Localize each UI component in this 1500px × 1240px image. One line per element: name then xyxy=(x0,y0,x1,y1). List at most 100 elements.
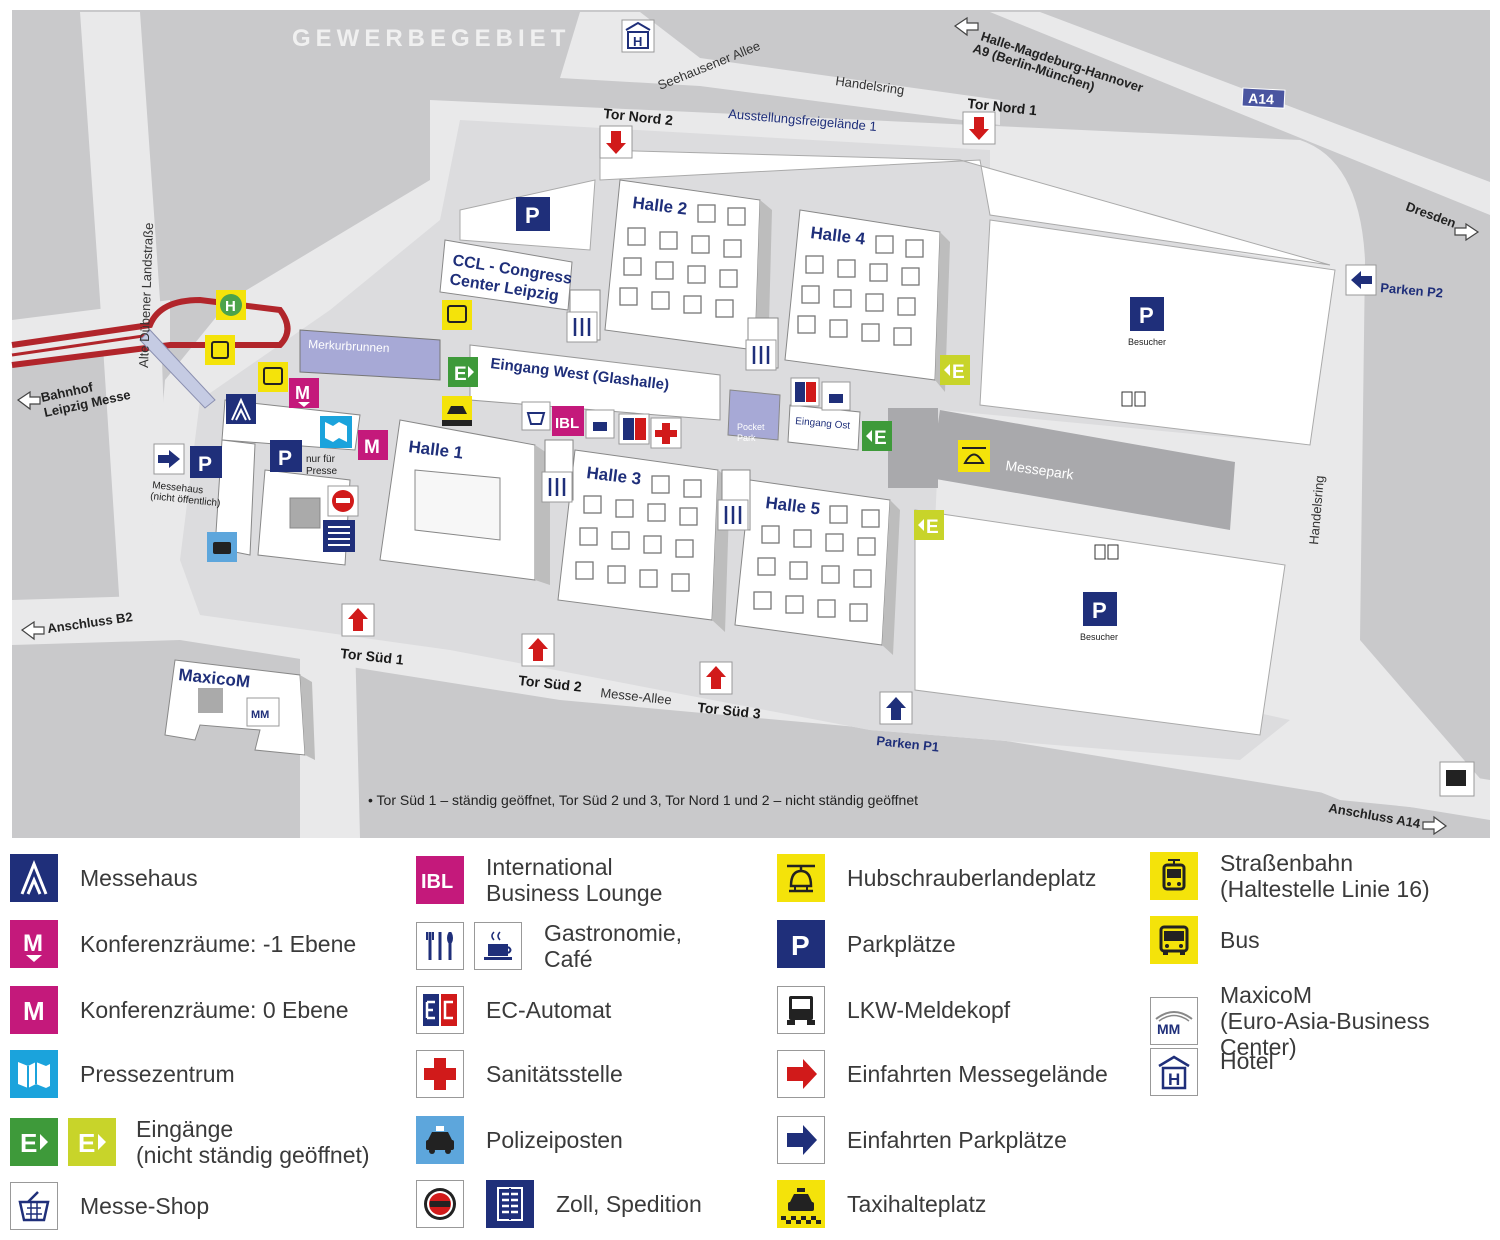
legend-label: Messehaus xyxy=(80,865,198,891)
zoll-icon xyxy=(327,485,359,517)
parking-besucher-p1: P Besucher xyxy=(1080,592,1118,642)
maxicom-line2: (Euro-Asia-Business Center) xyxy=(1220,1008,1430,1060)
gate-tor-nord-1: Tor Nord 1 xyxy=(962,95,1038,145)
ibl-letters: IBL xyxy=(555,415,579,432)
tram-icon xyxy=(1150,852,1198,900)
pocket-line1: Pocket xyxy=(737,422,765,432)
konferenz-m-minus1-icon: M xyxy=(289,378,319,408)
parking-letter: P xyxy=(278,447,292,470)
gate-tor-sued-3: Tor Süd 3 xyxy=(697,661,762,722)
nur-presse-line2: Presse xyxy=(306,466,338,477)
legend-item-konf-0: M Konferenzräume: 0 Ebene xyxy=(10,986,349,1034)
maxicom-mm-icon: MM xyxy=(246,697,280,727)
truck-icon xyxy=(777,986,825,1034)
parking-letter: P xyxy=(525,203,540,228)
arrow-right-red-icon xyxy=(777,1050,825,1098)
legend-item-einfahrten-messe: Einfahrten Messegelände xyxy=(777,1050,1108,1098)
messehaus-icon xyxy=(226,394,256,424)
entrance-lime-2: E xyxy=(914,510,944,540)
gastronomie-icon-ccl xyxy=(566,311,598,343)
pavilions xyxy=(1094,391,1146,560)
basket-icon xyxy=(10,1182,58,1230)
ausstellungsfreigelaende xyxy=(599,149,1331,266)
legend-label: Einfahrten Messegelände xyxy=(847,1061,1108,1087)
hall-1 xyxy=(379,419,550,585)
helicopter-icon xyxy=(777,854,825,902)
h-letter: H xyxy=(225,298,236,315)
ec-icon xyxy=(416,986,464,1034)
legend-item-ibl: IBL International Business Lounge xyxy=(416,854,662,906)
legend-item-zoll: Zoll, Spedition xyxy=(416,1180,702,1228)
messepark-left xyxy=(888,408,938,488)
strassenbahn-line1: Straßenbahn xyxy=(1220,850,1353,876)
legend-label-ibl: International Business Lounge xyxy=(474,854,662,906)
hotel-icon: H xyxy=(1150,1048,1198,1096)
legend-label: Parkplätze xyxy=(847,931,956,957)
hotel-letter: H xyxy=(633,34,642,49)
legend-item-gastronomie: Gastronomie, Café xyxy=(416,920,682,972)
parken-p2-label: Parken P2 xyxy=(1380,280,1444,300)
legend-item-eingaenge: E E Eingänge (nicht ständig geöffnet) xyxy=(10,1116,370,1168)
legend-item-maxicom: MM MaxicoM (Euro-Asia-Business Center) xyxy=(1150,982,1500,1060)
polizei-icon xyxy=(207,532,237,562)
legend-item-messehaus: Messehaus xyxy=(10,854,198,902)
gewerbegebiet-label: GEWERBEGEBIET xyxy=(292,25,570,52)
legend-label: Einfahrten Parkplätze xyxy=(847,1127,1067,1153)
eingaenge-line1: Eingänge xyxy=(136,1116,234,1142)
messe-shop-icon xyxy=(521,401,551,431)
cafe-icon-ost xyxy=(821,381,851,411)
merkurbrunnen-label: Merkurbrunnen xyxy=(308,337,390,355)
ibl-icon: IBL xyxy=(552,406,584,436)
gate-tor-sued-1: Tor Süd 1 xyxy=(340,603,405,668)
m-letter: M xyxy=(364,437,380,458)
legend-label: Sanitätsstelle xyxy=(486,1061,623,1087)
legend-item-messe-shop: Messe-Shop xyxy=(10,1182,209,1230)
direction-parken-p2: Parken P2 xyxy=(1345,264,1444,300)
legend-label: Konferenzräume: 0 Ebene xyxy=(80,997,349,1023)
entrance-ost-icon: E xyxy=(862,421,892,451)
taxi-icon xyxy=(442,396,472,426)
gastro-line2: Café xyxy=(544,946,593,972)
ccl-building xyxy=(439,239,573,311)
parking-letter: P xyxy=(198,453,212,476)
legend-item-sani: Sanitätsstelle xyxy=(416,1050,623,1098)
legend-label: Hubschrauberlandeplatz xyxy=(847,865,1097,891)
besucher-p2-label: Besucher xyxy=(1128,337,1166,347)
legend-label: Pressezentrum xyxy=(80,1061,235,1087)
m-icon: M xyxy=(10,986,58,1034)
entrance-lime-1: E xyxy=(940,355,970,385)
direction-bahnhof: Bahnhof Leipzig Messe xyxy=(16,379,132,420)
tor-sued-3-label: Tor Süd 3 xyxy=(697,699,762,722)
gastronomie-icon-h3 xyxy=(541,471,573,503)
legend-item-hotel: H Hotel xyxy=(1150,1048,1274,1096)
bus-icon xyxy=(1150,916,1198,964)
cafe-icon xyxy=(585,409,615,439)
konferenz-m-0-icon: M xyxy=(358,430,388,460)
messe-allee-label: Messe-Allee xyxy=(600,685,673,707)
heliport-h-icon: H xyxy=(216,290,246,320)
tor-sued-1-label: Tor Süd 1 xyxy=(340,645,405,668)
legend: Messehaus M Konferenzräume: -1 Ebene M K… xyxy=(0,840,1500,1240)
customs-icon xyxy=(486,1180,534,1228)
messepark-area xyxy=(930,410,1235,530)
legend-item-polizei: Polizeiposten xyxy=(416,1116,623,1164)
bus-stop-icon-ccl xyxy=(442,300,472,330)
maxicom-line1: MaxicoM xyxy=(1220,982,1313,1008)
entrance-letter: E xyxy=(454,364,467,385)
hotel-icon: H xyxy=(621,19,655,53)
parking-icon: P xyxy=(516,197,550,231)
strassenbahn-line2: (Haltestelle Linie 16) xyxy=(1220,876,1430,902)
railway xyxy=(11,296,291,409)
messehaus-icon xyxy=(10,854,58,902)
parking-presse: P xyxy=(270,440,302,472)
legend-label: Konferenzräume: -1 Ebene xyxy=(80,931,357,957)
parking-field-p2 xyxy=(979,219,1336,446)
legend-label: Hotel xyxy=(1220,1048,1274,1074)
legend-label-maxicom: MaxicoM (Euro-Asia-Business Center) xyxy=(1208,982,1500,1060)
legend-item-parkplaetze: P Parkplätze xyxy=(777,920,956,968)
merkurbrunnen xyxy=(299,329,441,381)
a14-shield: A14 xyxy=(1241,87,1286,109)
m-minus1-icon: M xyxy=(10,920,58,968)
taxi-icon xyxy=(777,1180,825,1228)
entrance-lime-icon: E xyxy=(68,1118,116,1166)
